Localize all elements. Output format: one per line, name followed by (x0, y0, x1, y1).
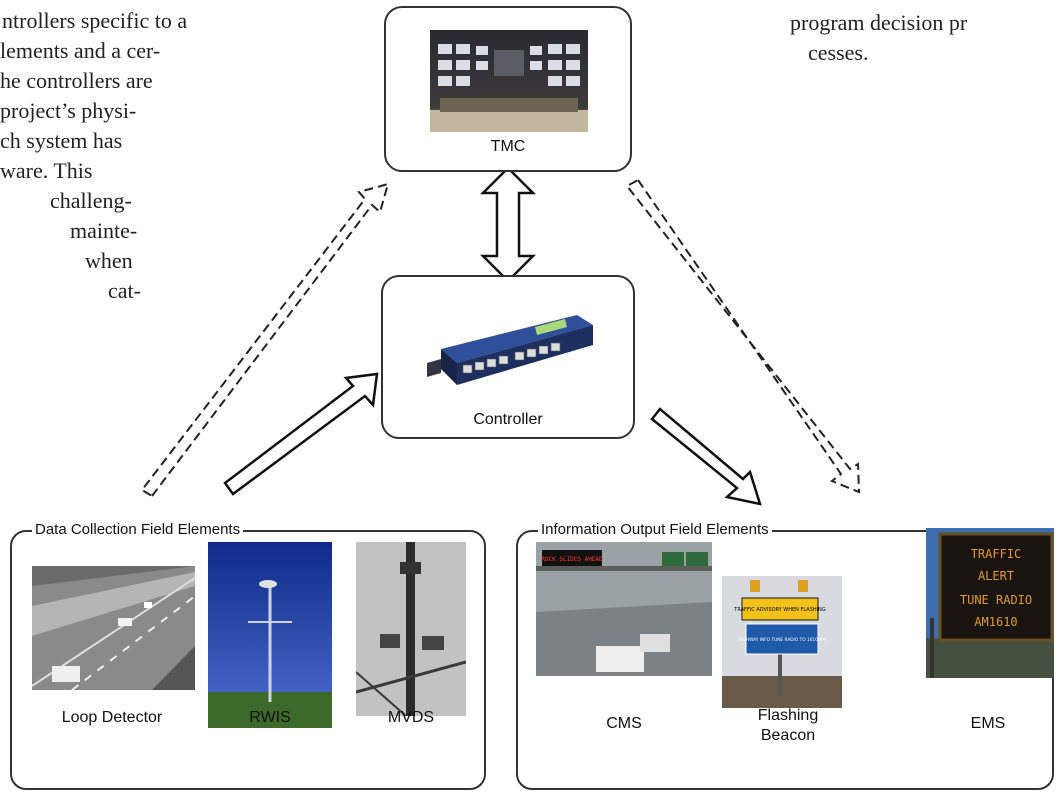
tmc-controller-double-arrow (479, 166, 537, 283)
rwis-label: RWIS (249, 709, 291, 726)
ems-line-2: ALERT (978, 569, 1014, 583)
text-line: cesses. (808, 40, 869, 65)
controller-to-output-arrow (650, 407, 762, 506)
left-body-text: ntrollers specific to a lements and a ce… (0, 6, 187, 306)
text-line: ch system has (0, 128, 123, 153)
flashing-beacon-photo: TRAFFIC ADVISORY WHEN FLASHING HIGHWAY I… (722, 576, 842, 708)
controller-label: Controller (473, 411, 543, 428)
controller-device-image (427, 297, 597, 393)
text-line: ntrollers specific to a (2, 8, 188, 33)
information-output-title: Information Output Field Elements (538, 521, 772, 538)
rwis-photo (208, 542, 332, 728)
text-line: challeng- (50, 188, 132, 213)
text-line: program decision pr (790, 10, 968, 35)
data-to-controller-arrow (223, 372, 379, 496)
text-line: when (85, 248, 133, 273)
data-collection-group: Data Collection Field Elements Loop Dete… (10, 521, 486, 790)
ems-line-1: TRAFFIC (971, 547, 1022, 561)
data-collection-title: Data Collection Field Elements (32, 521, 244, 538)
flashing-beacon-label: Flashing Beacon (757, 707, 819, 744)
mvds-label: MVDS (387, 709, 435, 726)
tmc-node: TMC (384, 6, 632, 172)
beacon-bottom-text: HIGHWAY INFO TUNE RADIO TO 1610 AM (738, 637, 826, 643)
text-line: project’s physi- (0, 98, 137, 123)
beacon-top-text: TRAFFIC ADVISORY WHEN FLASHING (733, 607, 826, 613)
ems-photo: TRAFFIC ALERT TUNE RADIO AM1610 (926, 528, 1054, 678)
loop-detector-photo (31, 566, 196, 691)
information-output-group: Information Output Field Elements ROCK S… (516, 521, 1054, 790)
cms-photo: ROCK SLIDES AHEAD (536, 542, 712, 676)
loop-detector-label: Loop Detector (61, 709, 163, 726)
ems-label: EMS (970, 715, 1006, 732)
tmc-label: TMC (490, 138, 526, 155)
text-line: ware. This (0, 158, 93, 183)
text-line: cat- (108, 278, 141, 303)
cms-banner-text: ROCK SLIDES AHEAD (541, 556, 603, 563)
right-body-text: program decision pr cesses. (790, 8, 967, 68)
ems-line-4: AM1610 (974, 615, 1017, 629)
cms-label: CMS (606, 715, 642, 732)
text-line: mainte- (70, 218, 138, 243)
text-line: lements and a cer- (0, 38, 161, 63)
mvds-photo (355, 542, 467, 717)
ems-line-3: TUNE RADIO (960, 593, 1032, 607)
tmc-to-output-dashed-arrow (625, 178, 861, 494)
tmc-control-room-photo (430, 30, 588, 132)
text-line: he controllers are (0, 68, 153, 93)
controller-node: Controller (381, 275, 635, 439)
